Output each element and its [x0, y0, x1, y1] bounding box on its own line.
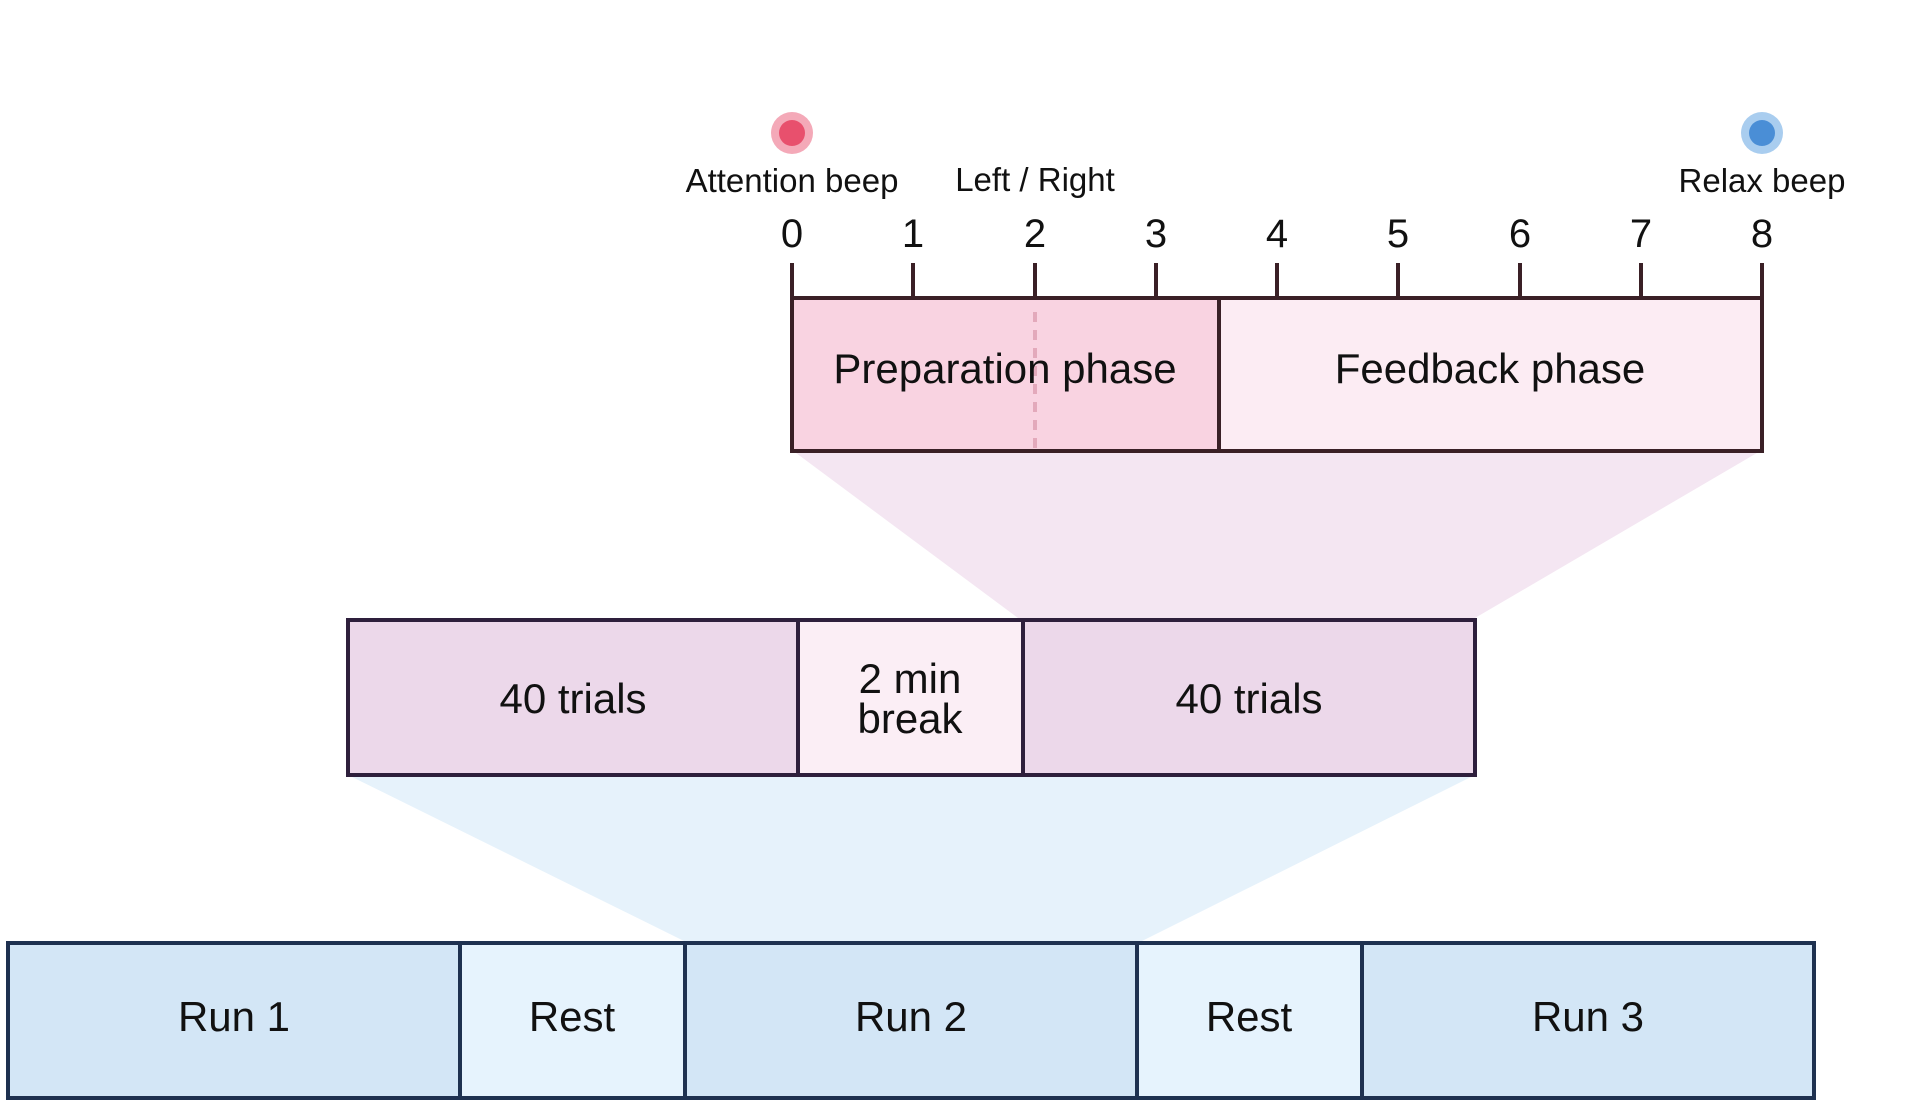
relax-beep-icon — [1741, 112, 1783, 154]
tick-label: 7 — [1630, 212, 1652, 256]
preparation-phase-box — [790, 296, 1221, 453]
rest1-block — [458, 941, 687, 1100]
attention-beep-label: Attention beep — [686, 162, 899, 199]
run1-block — [6, 941, 462, 1100]
tick-label: 6 — [1509, 212, 1531, 256]
run2-label: Run 2 — [855, 993, 967, 1040]
run-structure: 40 trials 2 min break 40 trials — [346, 618, 1477, 777]
cue-label: Left / Right — [955, 161, 1115, 198]
break-label-line2: break — [857, 695, 963, 742]
trial-timeline: Attention beep Left / Right Relax beep 0… — [686, 112, 1846, 453]
tick-label: 2 — [1024, 212, 1046, 256]
run3-block — [1360, 941, 1816, 1100]
rest2-block — [1135, 941, 1364, 1100]
run1-label: Run 1 — [178, 993, 290, 1040]
rest2-label: Rest — [1206, 993, 1293, 1040]
zoom-connector-run — [348, 775, 1475, 943]
preparation-phase-label: Preparation phase — [833, 345, 1176, 392]
attention-beep-icon — [771, 112, 813, 154]
tick-label: 1 — [902, 212, 924, 256]
tick-label: 5 — [1387, 212, 1409, 256]
feedback-phase-label: Feedback phase — [1335, 345, 1646, 392]
run2-block — [683, 941, 1139, 1100]
trials-block-1-label: 40 trials — [499, 675, 646, 722]
tick-label: 0 — [781, 212, 803, 256]
tick-label: 8 — [1751, 212, 1773, 256]
trials-block-2-label: 40 trials — [1175, 675, 1322, 722]
run3-label: Run 3 — [1532, 993, 1644, 1040]
break-block — [796, 618, 1025, 777]
break-label-line1: 2 min — [859, 655, 962, 702]
relax-beep-label: Relax beep — [1679, 162, 1846, 199]
tick-label: 4 — [1266, 212, 1288, 256]
tick-label: 3 — [1145, 212, 1167, 256]
time-axis: 0 1 2 3 4 5 6 7 8 — [781, 212, 1773, 300]
trials-block-1 — [346, 618, 800, 777]
trials-block-2 — [1021, 618, 1477, 777]
rest1-label: Rest — [529, 993, 616, 1040]
zoom-connector-trial — [792, 450, 1762, 618]
session-structure: Run 1 Rest Run 2 Rest Run 3 — [6, 941, 1816, 1100]
feedback-phase-box — [1217, 296, 1764, 453]
